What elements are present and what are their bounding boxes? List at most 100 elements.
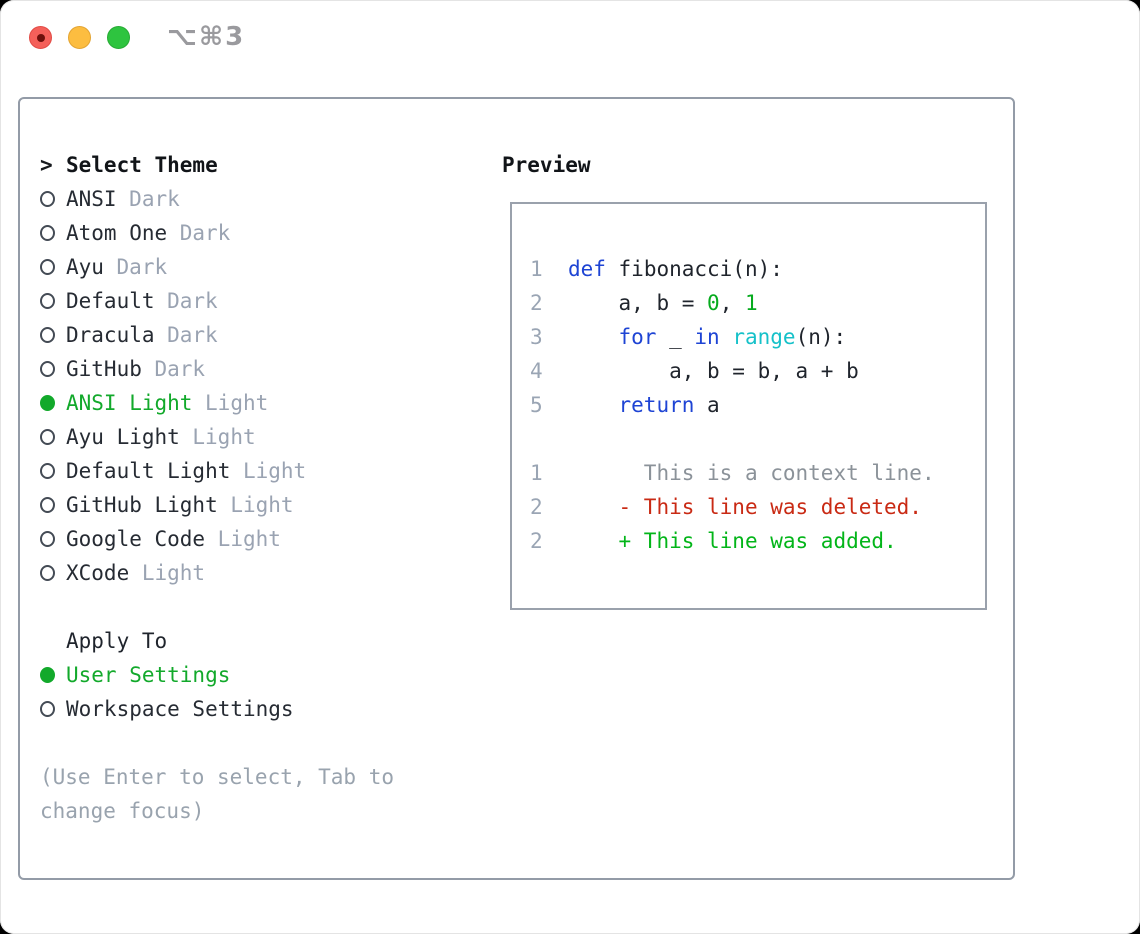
code-segment-p: a, b = (542, 291, 708, 315)
filled-circle-icon (40, 667, 55, 683)
help-line: (Use Enter to select, Tab to (40, 765, 395, 789)
theme-option[interactable]: Atom One Dark (40, 216, 394, 250)
open-circle-icon (40, 701, 55, 717)
filled-circle-icon (40, 395, 55, 411)
apply-to-title: Apply To (66, 629, 168, 653)
zoom-button[interactable] (107, 26, 130, 49)
apply-to-option[interactable]: Workspace Settings (40, 692, 394, 726)
theme-option[interactable]: Ayu Light Light (40, 420, 394, 454)
code-segment-p (720, 325, 733, 349)
radio-icon (40, 361, 55, 377)
preview-title: Preview (502, 153, 591, 177)
code-segment-ln: 2 (530, 529, 543, 553)
theme-option[interactable]: Dracula Dark (40, 318, 394, 352)
option-label: Atom One (66, 221, 168, 245)
open-circle-icon (40, 191, 55, 207)
code-segment-p (543, 393, 619, 417)
option-label: Google Code (66, 527, 206, 551)
close-button[interactable] (29, 26, 52, 49)
option-variant-label: Dark (154, 357, 206, 381)
open-circle-icon (40, 565, 55, 581)
code-segment-p: a (694, 393, 720, 417)
radio-selected-icon (40, 395, 55, 411)
code-segment-p: a, b = b, a + b (542, 359, 859, 383)
option-label: Default Light (66, 459, 231, 483)
code-segment-ln: 5 (530, 393, 543, 417)
radio-icon (40, 327, 55, 343)
option-label: GitHub (66, 357, 142, 381)
code-segment-k: def (567, 257, 606, 281)
option-label: Workspace Settings (66, 697, 294, 721)
code-segment-p (543, 257, 568, 281)
code-segment-p: , (719, 291, 745, 315)
option-variant-label: Dark (129, 187, 180, 211)
theme-option[interactable]: ANSI Dark (40, 182, 394, 216)
option-label: User Settings (66, 663, 231, 687)
prompt-icon: > (40, 153, 53, 177)
code-segment-p (543, 325, 619, 349)
code-segment-del: - This line was deleted. (542, 495, 922, 519)
option-label: GitHub Light (66, 493, 218, 517)
radio-icon (40, 701, 55, 717)
blank-line (530, 422, 985, 456)
radio-icon (40, 429, 55, 445)
select-theme-title: Select Theme (66, 153, 218, 177)
theme-option[interactable]: GitHub Dark (40, 352, 394, 386)
option-variant-label: Light (230, 493, 294, 517)
radio-icon (40, 293, 55, 309)
open-circle-icon (40, 497, 55, 513)
spacer (40, 590, 394, 624)
apply-to-option[interactable]: User Settings (40, 658, 394, 692)
radio-icon (40, 565, 55, 581)
select-theme-header: > Select Theme (40, 148, 394, 182)
open-circle-icon (40, 463, 55, 479)
code-line-4: 4 a, b = b, a + b (530, 354, 985, 388)
code-segment-ln: 2 (530, 495, 543, 519)
radio-icon (40, 531, 55, 547)
theme-option[interactable]: GitHub Light Light (40, 488, 394, 522)
option-label: Dracula (66, 323, 155, 347)
open-circle-icon (40, 225, 55, 241)
code-segment-k: return (618, 393, 695, 417)
code-segment-f: range (732, 325, 796, 349)
radio-icon (40, 463, 55, 479)
option-label: Default (66, 289, 155, 313)
theme-option[interactable]: Google Code Light (40, 522, 394, 556)
code-segment-ln: 3 (530, 325, 543, 349)
code-segment-ln: 1 (530, 257, 543, 281)
open-circle-icon (40, 327, 55, 343)
option-label: ANSI (66, 187, 117, 211)
code-segment-ln: 2 (530, 291, 543, 315)
option-label: XCode (66, 561, 130, 585)
code-segment-p: (n): (795, 325, 847, 349)
code-segment-n: 1 (744, 291, 758, 315)
option-variant-label: Light (192, 425, 256, 449)
minimize-button[interactable] (68, 26, 91, 49)
option-variant-label: Light (217, 527, 281, 551)
option-label: Ayu (66, 255, 104, 279)
diff-added-line: 2 + This line was added. (530, 524, 985, 558)
open-circle-icon (40, 531, 55, 547)
close-dot-icon (36, 33, 45, 42)
apply-to-header: Apply To (40, 624, 394, 658)
open-circle-icon (40, 293, 55, 309)
code-line-5: 5 return a (530, 388, 985, 422)
option-variant-label: Dark (179, 221, 231, 245)
code-line-2: 2 a, b = 0, 1 (530, 286, 985, 320)
radio-icon (40, 259, 55, 275)
option-label: Ayu Light (66, 425, 180, 449)
option-variant-label: Dark (167, 323, 218, 347)
code-segment-n: 0 (707, 291, 720, 315)
open-circle-icon (40, 259, 55, 275)
